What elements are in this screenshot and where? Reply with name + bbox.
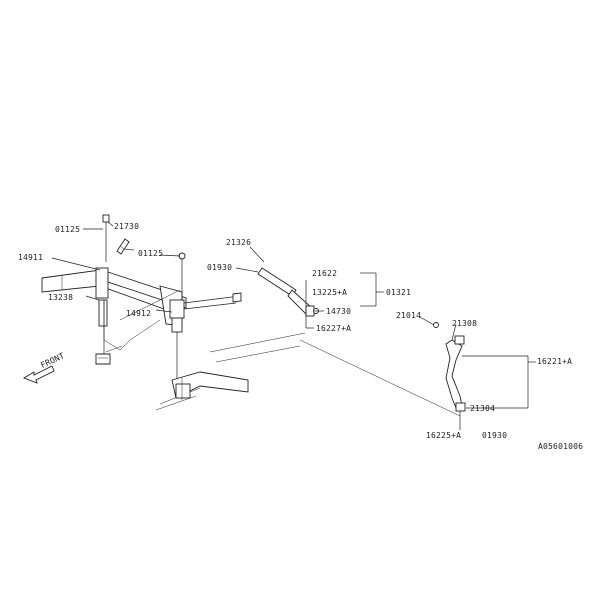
callout-labels: 01125 21730 14911 01125 13238 14912 0193… <box>18 222 583 451</box>
callout-13225A: 13225+A <box>312 288 347 297</box>
callout-21730: 21730 <box>114 222 139 231</box>
hose-right-icon <box>433 322 466 430</box>
callout-01930-bottom: 01930 <box>482 431 507 440</box>
callout-21304: 21304 <box>470 404 495 413</box>
callout-01321: 01321 <box>386 288 411 297</box>
bolt-top-icon <box>102 214 110 262</box>
callout-21014: 21014 <box>396 311 421 320</box>
callout-14911: 14911 <box>18 253 43 262</box>
callout-14912: 14912 <box>126 309 151 318</box>
callout-01125-right: 01125 <box>138 249 163 258</box>
sensor-bolt-icon <box>178 252 186 300</box>
nozzle-icon <box>116 238 130 255</box>
left-assembly <box>41 214 306 411</box>
callout-21622: 21622 <box>312 269 337 278</box>
callout-16225A: 16225+A <box>426 431 461 440</box>
leader-lines <box>51 221 536 409</box>
callout-21326: 21326 <box>226 238 251 247</box>
callout-14730: 14730 <box>326 307 351 316</box>
reference-lines <box>105 332 306 363</box>
callout-16227A: 16227+A <box>316 324 351 333</box>
junction-icon <box>169 292 242 385</box>
callout-13238: 13238 <box>48 293 73 302</box>
callout-21308: 21308 <box>452 319 477 328</box>
hose-upper-icon <box>257 267 315 317</box>
lower-bracket-icon <box>103 289 249 411</box>
reference-diagonal <box>299 339 461 417</box>
callout-01125-left: 01125 <box>55 225 80 234</box>
figure-code: A05601006 <box>538 442 583 451</box>
callout-01930-top: 01930 <box>207 263 232 272</box>
front-arrow-icon <box>22 365 55 384</box>
right-assembly <box>257 267 466 430</box>
callout-16221A: 16221+A <box>537 357 572 366</box>
